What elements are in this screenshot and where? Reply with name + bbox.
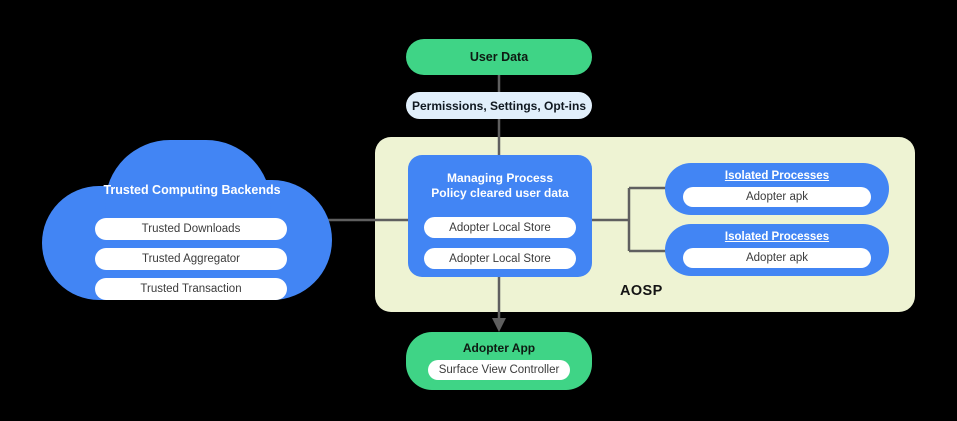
- trusted-computing-backends-cloud: Trusted Computing Backends Trusted Downl…: [42, 140, 342, 300]
- adopter-local-store-2[interactable]: Adopter Local Store: [424, 248, 576, 269]
- isolated-process-node-2[interactable]: Isolated Processes Adopter apk: [665, 224, 889, 276]
- managing-process-title: Managing Process Policy cleared user dat…: [431, 171, 569, 200]
- managing-process-node[interactable]: Managing Process Policy cleared user dat…: [408, 155, 592, 277]
- permissions-settings-optins-node[interactable]: Permissions, Settings, Opt-ins: [406, 92, 592, 119]
- aosp-label: AOSP: [620, 283, 663, 299]
- cloud-service-trusted-downloads[interactable]: Trusted Downloads: [95, 218, 287, 240]
- user-data-node[interactable]: User Data: [406, 39, 592, 75]
- adopter-apk-1[interactable]: Adopter apk: [683, 187, 871, 207]
- surface-view-controller[interactable]: Surface View Controller: [428, 360, 570, 380]
- isolated-process-title-2: Isolated Processes: [724, 231, 830, 243]
- adopter-app-node[interactable]: Adopter App Surface View Controller: [406, 332, 592, 390]
- cloud-service-trusted-aggregator[interactable]: Trusted Aggregator: [95, 248, 287, 270]
- cloud-service-trusted-transaction[interactable]: Trusted Transaction: [95, 278, 287, 300]
- isolated-process-title-1: Isolated Processes: [724, 170, 830, 182]
- adopter-app-title: Adopter App: [462, 341, 536, 355]
- adopter-local-store-1[interactable]: Adopter Local Store: [424, 217, 576, 238]
- isolated-process-node-1[interactable]: Isolated Processes Adopter apk: [665, 163, 889, 215]
- cloud-title: Trusted Computing Backends: [103, 183, 281, 197]
- arrowhead-down-icon: [492, 318, 506, 332]
- adopter-apk-2[interactable]: Adopter apk: [683, 248, 871, 268]
